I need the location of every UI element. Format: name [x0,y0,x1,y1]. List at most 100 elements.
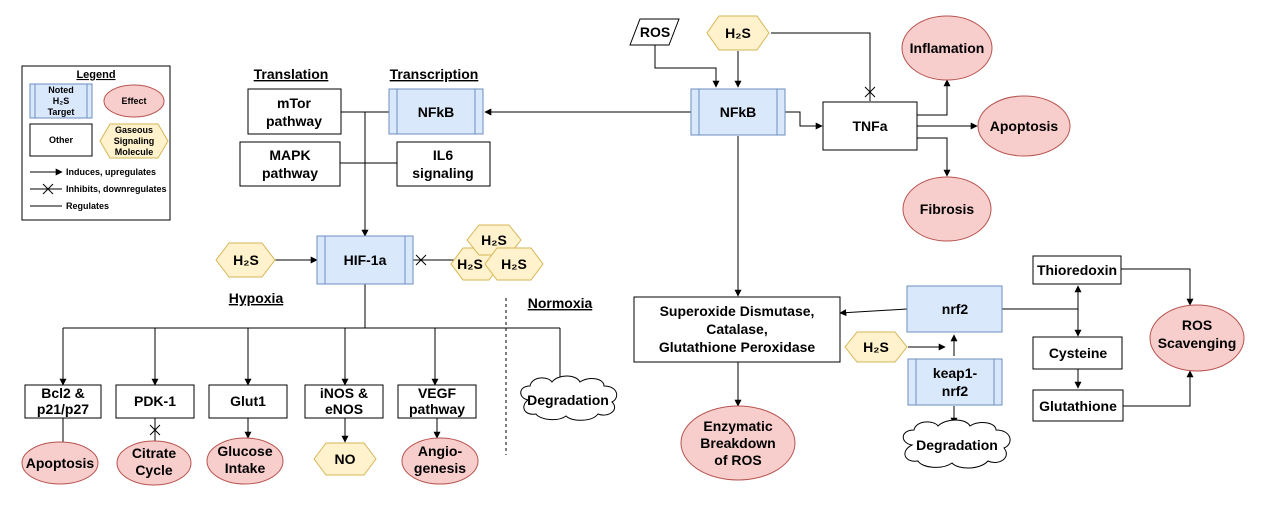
svg-text:Angio-: Angio- [418,443,463,459]
legend-gas-swatch: Gaseous Signaling Molecule [99,123,169,159]
node-h2s-hif: H₂S [215,242,276,278]
svg-text:Gaseous: Gaseous [115,125,153,135]
node-no: NO [313,442,377,476]
svg-text:keap1-: keap1- [933,365,978,381]
node-apoptosis-left: Apoptosis [21,441,99,485]
node-citrate-cycle: Citrate Cycle [116,440,192,486]
svg-text:ROS: ROS [640,24,670,40]
svg-text:iNOS &: iNOS & [320,385,368,401]
svg-text:Cycle: Cycle [135,462,173,478]
svg-text:pathway: pathway [266,113,322,129]
svg-text:TNFa: TNFa [853,118,888,134]
svg-text:Fibrosis: Fibrosis [920,201,975,217]
svg-text:Inflamation: Inflamation [910,40,985,56]
svg-text:Scavenging: Scavenging [1158,335,1237,351]
svg-text:Induces, upregulates: Induces, upregulates [66,167,156,177]
node-angiogenesis: Angio- genesis [401,437,479,485]
node-mtor-pathway: mTor pathway [247,88,342,135]
node-glutathione: Glutathione [1032,389,1124,422]
svg-text:ROS: ROS [1182,317,1212,333]
svg-text:nrf2: nrf2 [942,383,969,399]
node-il6-signaling: IL6 signaling [396,141,491,187]
node-h2s-top: H₂S [706,15,770,51]
svg-text:Signaling: Signaling [114,136,155,146]
edges-right [484,32,1194,425]
svg-text:Regulates: Regulates [66,201,109,211]
legend-regulates-row: Regulates [30,201,109,211]
svg-text:H₂S: H₂S [501,256,527,272]
legend-target-swatch: Noted H₂S Target [29,83,93,119]
header-normoxia: Normoxia [528,295,593,311]
legend: Legend Noted H₂S Target Effect Other Gas… [21,65,171,221]
legend-effect-swatch: Effect [103,84,165,118]
svg-text:Noted: Noted [48,85,74,95]
node-mapk-pathway: MAPK pathway [239,141,341,187]
node-pdk-1: PDK-1 [115,384,195,419]
svg-text:pathway: pathway [262,165,318,181]
node-h2s-group: H₂S H₂S H₂S [450,224,544,281]
svg-text:Molecule: Molecule [115,147,154,157]
svg-text:Glut1: Glut1 [230,393,266,409]
node-apoptosis-right: Apoptosis [977,95,1071,157]
svg-text:H₂S: H₂S [457,256,483,272]
svg-text:Target: Target [48,107,75,117]
header-translation: Translation [254,66,329,82]
svg-text:p21/p27: p21/p27 [37,401,89,417]
svg-text:Citrate: Citrate [132,445,177,461]
node-thioredoxin: Thioredoxin [1032,255,1122,285]
node-nrf2: nrf2 [906,285,1003,333]
svg-text:NFkB: NFkB [418,104,455,120]
svg-text:Superoxide Dismutase,: Superoxide Dismutase, [660,303,815,319]
node-enzymatic-breakdown: Enzymatic Breakdown of ROS [680,405,796,481]
svg-text:IL6: IL6 [433,147,453,163]
svg-text:H₂S: H₂S [233,252,259,268]
svg-text:Other: Other [49,135,74,145]
node-antioxidant-enzymes: Superoxide Dismutase, Catalase, Glutathi… [633,296,841,363]
svg-text:NFkB: NFkB [720,104,757,120]
legend-induces-row: Induces, upregulates [30,167,156,177]
svg-text:VEGF: VEGF [418,385,457,401]
legend-other-swatch: Other [29,123,93,157]
svg-text:Degradation: Degradation [916,437,998,453]
svg-text:Cysteine: Cysteine [1049,345,1108,361]
svg-text:Effect: Effect [121,96,146,106]
node-tnfa: TNFa [822,101,918,151]
svg-text:Apoptosis: Apoptosis [990,118,1059,134]
node-fibrosis: Fibrosis [902,176,992,242]
node-degradation-left: Degradation [520,375,618,421]
h2s-hex-right [484,247,544,281]
node-ros-scavenging: ROS Scavenging [1149,304,1245,372]
node-inos-enos: iNOS & eNOS [304,384,384,419]
svg-text:Glutathione Peroxidase: Glutathione Peroxidase [659,339,816,355]
node-h2s-keap: H₂S [844,331,908,363]
svg-text:Breakdown: Breakdown [700,435,775,451]
svg-text:NO: NO [335,451,356,467]
svg-text:mTor: mTor [277,95,312,111]
node-nfkb-right: NFkB [690,88,786,136]
svg-text:Glutathione: Glutathione [1039,398,1117,414]
node-glucose-intake: Glucose Intake [206,437,284,485]
svg-text:Glucose: Glucose [217,443,272,459]
svg-text:H₂S: H₂S [725,25,751,41]
header-hypoxia: Hypoxia [229,290,284,306]
node-keap1-nrf2: keap1- nrf2 [907,358,1003,406]
svg-text:HIF-1a: HIF-1a [344,252,387,268]
node-vegf-pathway: VEGF pathway [397,384,477,419]
node-degradation-right: Degradation [902,419,1011,469]
svg-text:signaling: signaling [412,165,473,181]
svg-text:H₂S: H₂S [481,232,507,248]
header-transcription: Transcription [390,66,479,82]
svg-text:Apoptosis: Apoptosis [26,455,95,471]
svg-text:H₂S: H₂S [863,339,889,355]
svg-text:Inhibits, downregulates: Inhibits, downregulates [66,184,167,194]
svg-text:pathway: pathway [409,401,465,417]
legend-title: Legend [76,69,115,81]
svg-text:Enzymatic: Enzymatic [703,418,772,434]
node-nfkb-left: NFkB [388,88,484,135]
legend-inhibits-row: Inhibits, downregulates [30,183,167,195]
svg-text:Degradation: Degradation [527,392,609,408]
svg-text:of ROS: of ROS [714,452,761,468]
node-ros: ROS [629,18,680,46]
node-hif-1a: HIF-1a [316,235,414,285]
node-cysteine: Cysteine [1032,336,1123,370]
